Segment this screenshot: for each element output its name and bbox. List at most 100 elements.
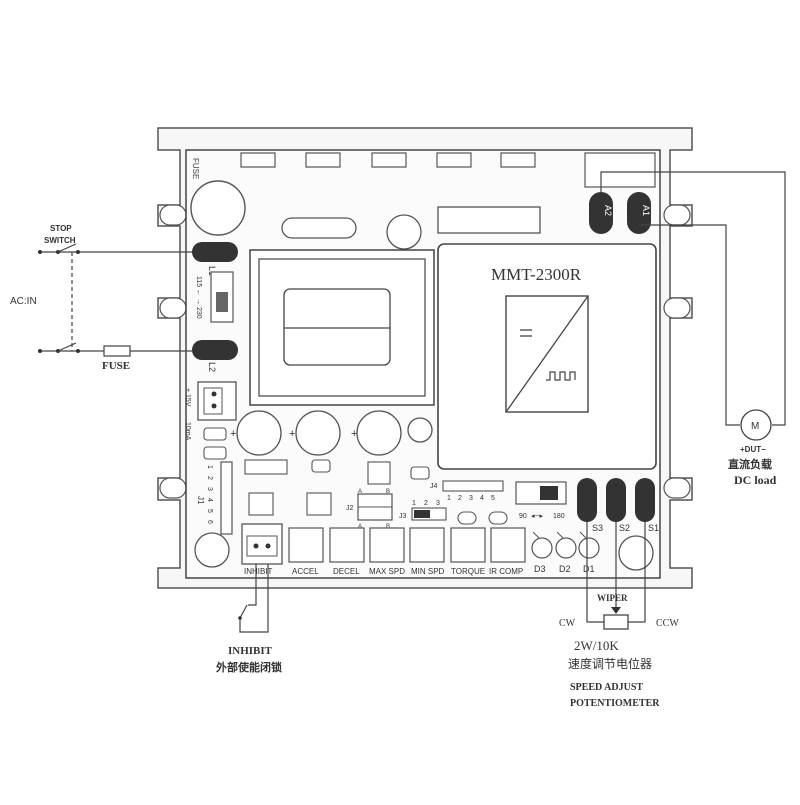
mmt-model-label: MMT-2300R bbox=[491, 265, 582, 284]
small-ic bbox=[367, 461, 391, 485]
stop-switch-blade bbox=[57, 243, 77, 253]
small-component bbox=[203, 427, 227, 441]
inhibit-label: INHIBIT bbox=[228, 645, 273, 657]
d1-label: D1 bbox=[583, 564, 595, 574]
l2-label: L2 bbox=[207, 362, 217, 372]
j3-shunt bbox=[414, 510, 430, 518]
switch-90-180-knob[interactable] bbox=[540, 486, 558, 500]
pwm-symbol bbox=[546, 371, 576, 381]
transformer-core bbox=[283, 288, 391, 366]
fuse-symbol bbox=[103, 345, 131, 357]
terminal-a1[interactable] bbox=[627, 192, 651, 234]
fuse-holder bbox=[190, 180, 246, 236]
small-ic bbox=[311, 459, 331, 473]
trim-label-max-spd: MAX SPD bbox=[369, 567, 405, 576]
pot-cn-label: 速度调节电位器 bbox=[568, 656, 652, 671]
j1-pin-label: 6 bbox=[206, 520, 213, 524]
inhibit-wiring bbox=[239, 564, 269, 633]
cw-label: CW bbox=[559, 618, 576, 629]
j1-header[interactable] bbox=[220, 461, 233, 535]
j2-b-label-bottom: B bbox=[386, 524, 390, 530]
d2-label: D2 bbox=[559, 564, 571, 574]
voltage-select-knob[interactable] bbox=[216, 292, 228, 312]
pot-wiring bbox=[586, 522, 646, 623]
svg-text:+: + bbox=[351, 428, 357, 440]
j1-pin-label: 3 bbox=[206, 487, 213, 491]
ma-label: 10mA bbox=[184, 422, 191, 441]
trim-label-torque: TORQUE bbox=[451, 567, 485, 576]
dc-load-wiring bbox=[600, 171, 786, 426]
leds bbox=[531, 537, 600, 559]
stop-switch-label-1: STOP bbox=[50, 224, 72, 233]
inhibit-pin bbox=[253, 543, 259, 549]
trim-label-inhibit: INHIBIT bbox=[244, 567, 273, 576]
capacitors bbox=[236, 410, 433, 456]
j1-pin-label: 2 bbox=[206, 476, 213, 480]
j4-header[interactable] bbox=[442, 480, 504, 492]
dc-dc-diagonal bbox=[505, 295, 589, 413]
dc-symbol bbox=[520, 329, 532, 337]
j3-pin-label: 1 bbox=[412, 500, 416, 507]
top-tabs bbox=[240, 152, 536, 168]
resistor-strip bbox=[244, 459, 288, 475]
l1-label: L1 bbox=[207, 266, 217, 276]
trimpot-torque bbox=[450, 527, 486, 563]
stop-switch-label-2: SWITCH bbox=[44, 236, 76, 245]
potentiometer bbox=[603, 614, 629, 630]
svg-text:+: + bbox=[230, 428, 236, 440]
j4-pin-label: 4 bbox=[480, 495, 484, 502]
terminal-s1[interactable] bbox=[635, 478, 655, 522]
inhibit-cn-label: 外部使能闭锁 bbox=[215, 660, 282, 674]
terminal-l1[interactable] bbox=[192, 242, 238, 262]
j3-label: J3 bbox=[399, 513, 407, 520]
capacitor-plus-signs: + + + bbox=[230, 428, 357, 440]
j2-label: J2 bbox=[346, 505, 354, 512]
switch-arrow: ◂─▸ bbox=[531, 513, 543, 520]
j2-a-label: A bbox=[358, 489, 362, 495]
s3-label: S3 bbox=[592, 523, 603, 533]
small-component bbox=[203, 446, 227, 460]
j1-pin-labels: 1 2 3 4 5 6 bbox=[206, 465, 213, 524]
trimpot-max-spd bbox=[369, 527, 405, 563]
pot-wiper-arrow bbox=[611, 607, 621, 614]
fuse-label: FUSE bbox=[102, 360, 130, 372]
trim-labels: INHIBIT ACCEL DECEL MAX SPD MIN SPD TORQ… bbox=[244, 567, 523, 576]
j4-pin-label: 3 bbox=[469, 495, 473, 502]
ac-terminals bbox=[38, 250, 80, 353]
terminal-l2[interactable] bbox=[192, 340, 238, 360]
top-right-block bbox=[584, 152, 656, 188]
terminal-s3[interactable] bbox=[577, 478, 597, 522]
speed-adjust-label-2: POTENTIOMETER bbox=[570, 698, 660, 709]
inhibit-switch-contact bbox=[238, 616, 242, 620]
oval-component bbox=[281, 217, 357, 239]
big-round-component bbox=[618, 535, 654, 571]
terminal-s2[interactable] bbox=[606, 478, 626, 522]
led-arrows bbox=[532, 531, 587, 539]
j4-label: J4 bbox=[430, 483, 438, 490]
a2-label: A2 bbox=[603, 205, 613, 216]
d3-label: D3 bbox=[534, 564, 546, 574]
dc-motor-symbol bbox=[740, 409, 772, 441]
small-ic bbox=[410, 466, 430, 480]
terminal-15v-inner bbox=[203, 387, 223, 415]
wiper-label: WIPER bbox=[597, 593, 628, 603]
j1-label: J1 bbox=[196, 496, 205, 505]
trim-label-ir-comp: IR COMP bbox=[489, 567, 523, 576]
j2-b-label: B bbox=[386, 489, 390, 495]
switch-180-label: 180 bbox=[553, 513, 565, 520]
terminal-15v-pin bbox=[211, 391, 217, 397]
terminal-a2[interactable] bbox=[589, 192, 613, 234]
a1-label: A1 bbox=[641, 205, 651, 216]
top-strip-component bbox=[437, 206, 541, 234]
dc-motor-text: M bbox=[751, 421, 759, 432]
small-ic bbox=[248, 492, 274, 516]
trimpot-accel bbox=[288, 527, 324, 563]
inhibit-pin bbox=[265, 543, 271, 549]
pot-value-label: 2W/10K bbox=[574, 638, 619, 653]
j3-pin-label: 3 bbox=[436, 500, 440, 507]
trimpots[interactable] bbox=[288, 527, 526, 563]
ac-in-label: AC:IN bbox=[10, 296, 37, 307]
mounting-slots bbox=[159, 204, 691, 499]
small-oval bbox=[488, 511, 508, 525]
